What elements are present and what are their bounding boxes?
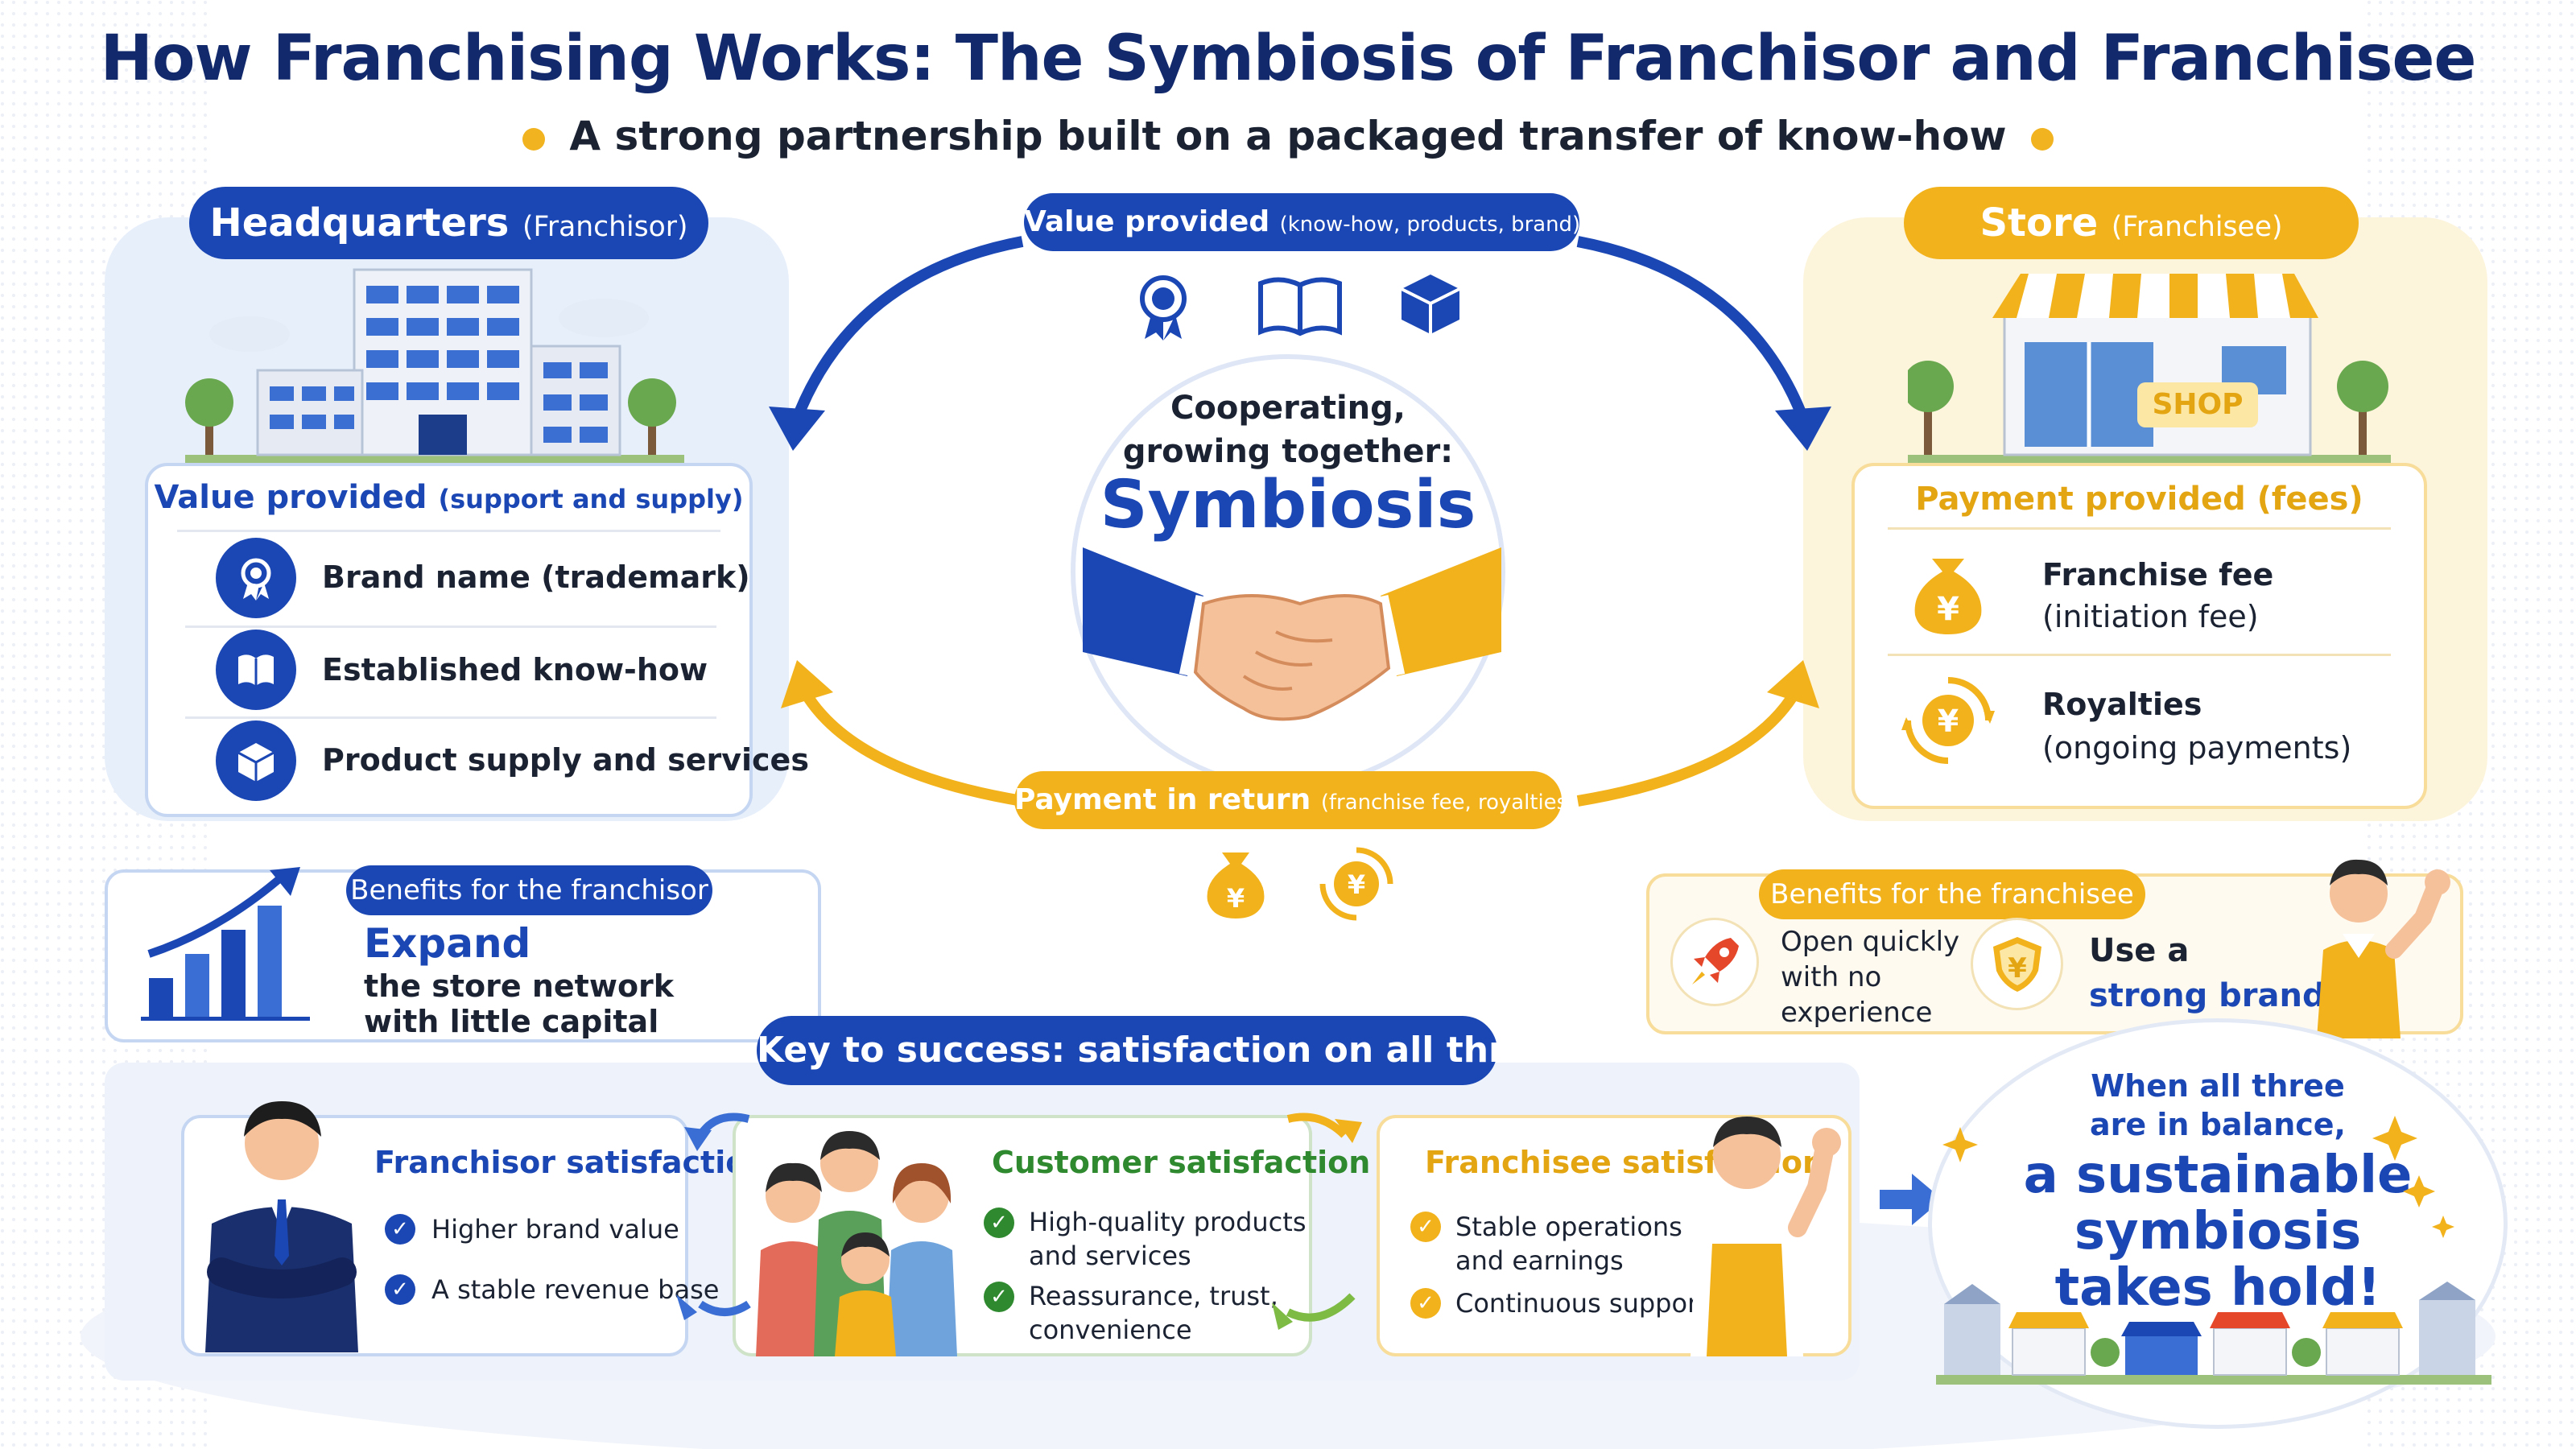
arrow-right-icon xyxy=(1880,1174,1942,1225)
businessman-icon xyxy=(205,1101,358,1352)
customer-satisfaction-title: Customer satisfaction xyxy=(992,1145,1371,1180)
check-icon: ✓ xyxy=(984,1208,1014,1238)
town-icon xyxy=(1936,1282,2491,1385)
check-icon: ✓ xyxy=(1410,1212,1441,1242)
coin-cycle-icon: ¥ xyxy=(1901,677,1995,764)
box-icon xyxy=(216,720,296,801)
bullet-dot xyxy=(2030,127,2054,151)
headquarters-label: Headquarters (Franchisor) xyxy=(189,187,708,259)
conclusion-headline: a sustainable symbiosis takes hold! xyxy=(2023,1146,2413,1318)
franchisor-item: Higher brand value xyxy=(431,1214,679,1245)
subtitle-text: A strong partnership built on a packaged… xyxy=(569,113,2007,159)
franchisor-item: A stable revenue base xyxy=(431,1274,720,1305)
conclusion-lead: When all three are in balance, xyxy=(2090,1068,2346,1142)
divider xyxy=(177,530,720,532)
hq-card-title: Value provided (support and supply) xyxy=(154,479,744,516)
svg-text:¥: ¥ xyxy=(2008,952,2027,985)
divider xyxy=(1888,654,2391,656)
arrow-head xyxy=(769,407,825,451)
coin-cycle-icon: ¥ xyxy=(1319,847,1393,921)
store-label: Store (Franchisee) xyxy=(1904,187,2359,259)
franchisee-item: Continuous support xyxy=(1455,1288,1708,1319)
bullet-dot xyxy=(522,127,546,151)
store-card-title: Payment provided (fees) xyxy=(1915,481,2363,518)
expand-headline: Expand xyxy=(364,920,531,967)
hq-item-brand: Brand name (trademark) xyxy=(322,559,750,595)
shopkeeper-icon xyxy=(2317,859,2450,1038)
arrow-head xyxy=(1775,407,1831,451)
check-icon: ✓ xyxy=(984,1282,1014,1312)
money-bag-icon: ¥ xyxy=(1914,559,1982,634)
franchisor-satisfaction-title: Franchisor satisfaction xyxy=(374,1145,769,1180)
cooperating-text: Cooperating, growing together: xyxy=(1122,390,1454,470)
open-quickly-text: Open quickly with no experience xyxy=(1781,926,1960,1029)
payment-return-label: Payment in return (franchise fee, royalt… xyxy=(1014,771,1575,829)
divider xyxy=(185,716,716,719)
box-icon xyxy=(1401,275,1460,334)
check-icon: ✓ xyxy=(385,1214,415,1245)
book-icon xyxy=(216,630,296,710)
office-building-icon xyxy=(185,268,684,467)
svg-text:¥: ¥ xyxy=(1348,869,1365,900)
svg-text:¥: ¥ xyxy=(1937,591,1959,628)
franchise-fee-text: Franchise fee (initiation fee) xyxy=(2042,557,2274,634)
divider xyxy=(185,625,716,628)
hq-item-knowhow: Established know-how xyxy=(322,652,708,687)
arrow-head xyxy=(1767,660,1819,708)
svg-text:¥: ¥ xyxy=(1938,704,1959,739)
handshake-icon xyxy=(1083,547,1501,721)
shopkeeper-icon xyxy=(1690,1117,1841,1356)
svg-text:¥: ¥ xyxy=(1227,883,1245,914)
symbiosis-headline: Symbiosis xyxy=(1100,467,1476,543)
money-bag-icon: ¥ xyxy=(1207,852,1265,919)
franchisee-benefit-label: Benefits for the franchisee xyxy=(1759,869,2145,919)
arrow-head xyxy=(781,660,833,708)
divider xyxy=(1888,527,2391,530)
check-icon: ✓ xyxy=(385,1274,415,1305)
family-icon xyxy=(756,1131,957,1356)
flow-arrows xyxy=(769,236,1831,807)
ribbon-icon xyxy=(1140,275,1187,341)
royalties-text: Royalties (ongoing payments) xyxy=(2042,687,2352,766)
ribbon-icon xyxy=(216,538,296,618)
store-payment-card xyxy=(1852,463,2427,809)
hq-item-supply: Product supply and services xyxy=(322,742,809,778)
check-icon: ✓ xyxy=(1410,1288,1441,1319)
expand-description: the store network with little capital xyxy=(364,968,675,1039)
rocket-icon xyxy=(1670,918,1759,1006)
shield-icon: ¥ xyxy=(1971,918,2063,1010)
book-icon xyxy=(1258,277,1342,336)
franchisor-benefit-label: Benefits for the franchisor xyxy=(346,865,712,915)
strong-brand-text: Use a strong brand xyxy=(2089,932,2326,1014)
cycle-arrows xyxy=(676,1113,1362,1330)
key-to-success-label: Key to success: satisfaction on all thre… xyxy=(757,1016,1670,1085)
page-subtitle: A strong partnership built on a packaged… xyxy=(0,113,2576,159)
shop-sign: SHOP xyxy=(2137,382,2258,427)
page-title: How Franchising Works: The Symbiosis of … xyxy=(100,23,2477,95)
value-provided-label: Value provided (know-how, products, bran… xyxy=(1024,193,1580,251)
growth-chart-icon xyxy=(141,867,310,1021)
customer-item: Reassurance, trust,convenience xyxy=(1029,1281,1278,1345)
sparkle-icon xyxy=(1942,1116,2454,1238)
